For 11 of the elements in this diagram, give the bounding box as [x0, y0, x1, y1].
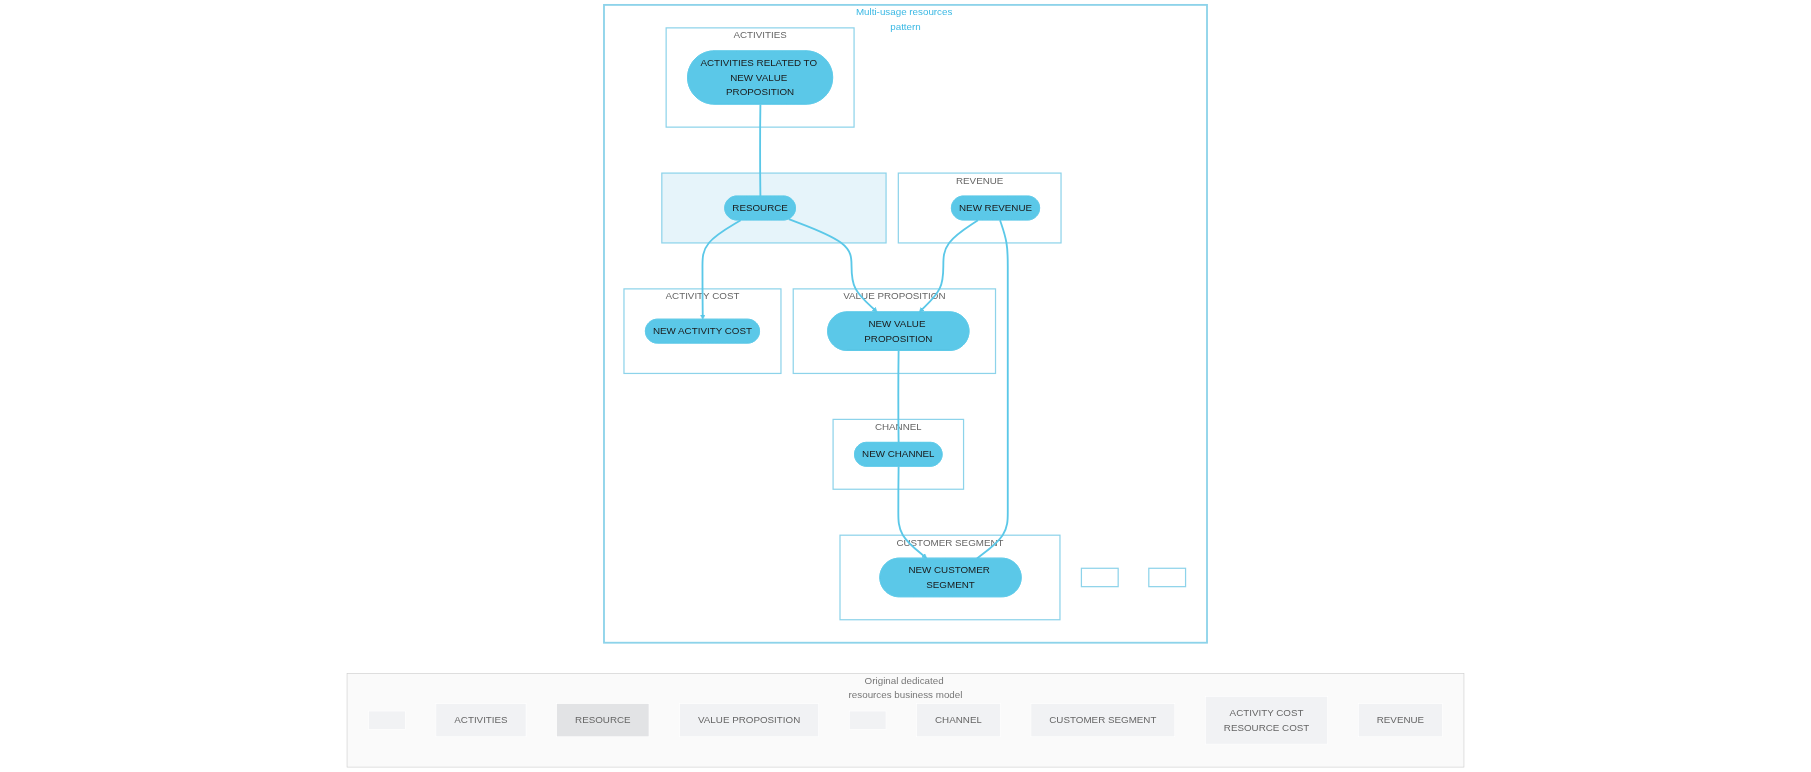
arrow	[918, 219, 979, 313]
node-box	[1148, 567, 1187, 588]
connector	[897, 349, 900, 444]
node-box	[1080, 567, 1119, 588]
arrow	[787, 218, 878, 313]
arrow	[897, 465, 928, 559]
node-box: RESOURCE	[556, 703, 650, 738]
connector	[976, 219, 1009, 560]
arrow	[700, 219, 742, 320]
cluster	[661, 172, 887, 244]
connector	[759, 103, 762, 198]
